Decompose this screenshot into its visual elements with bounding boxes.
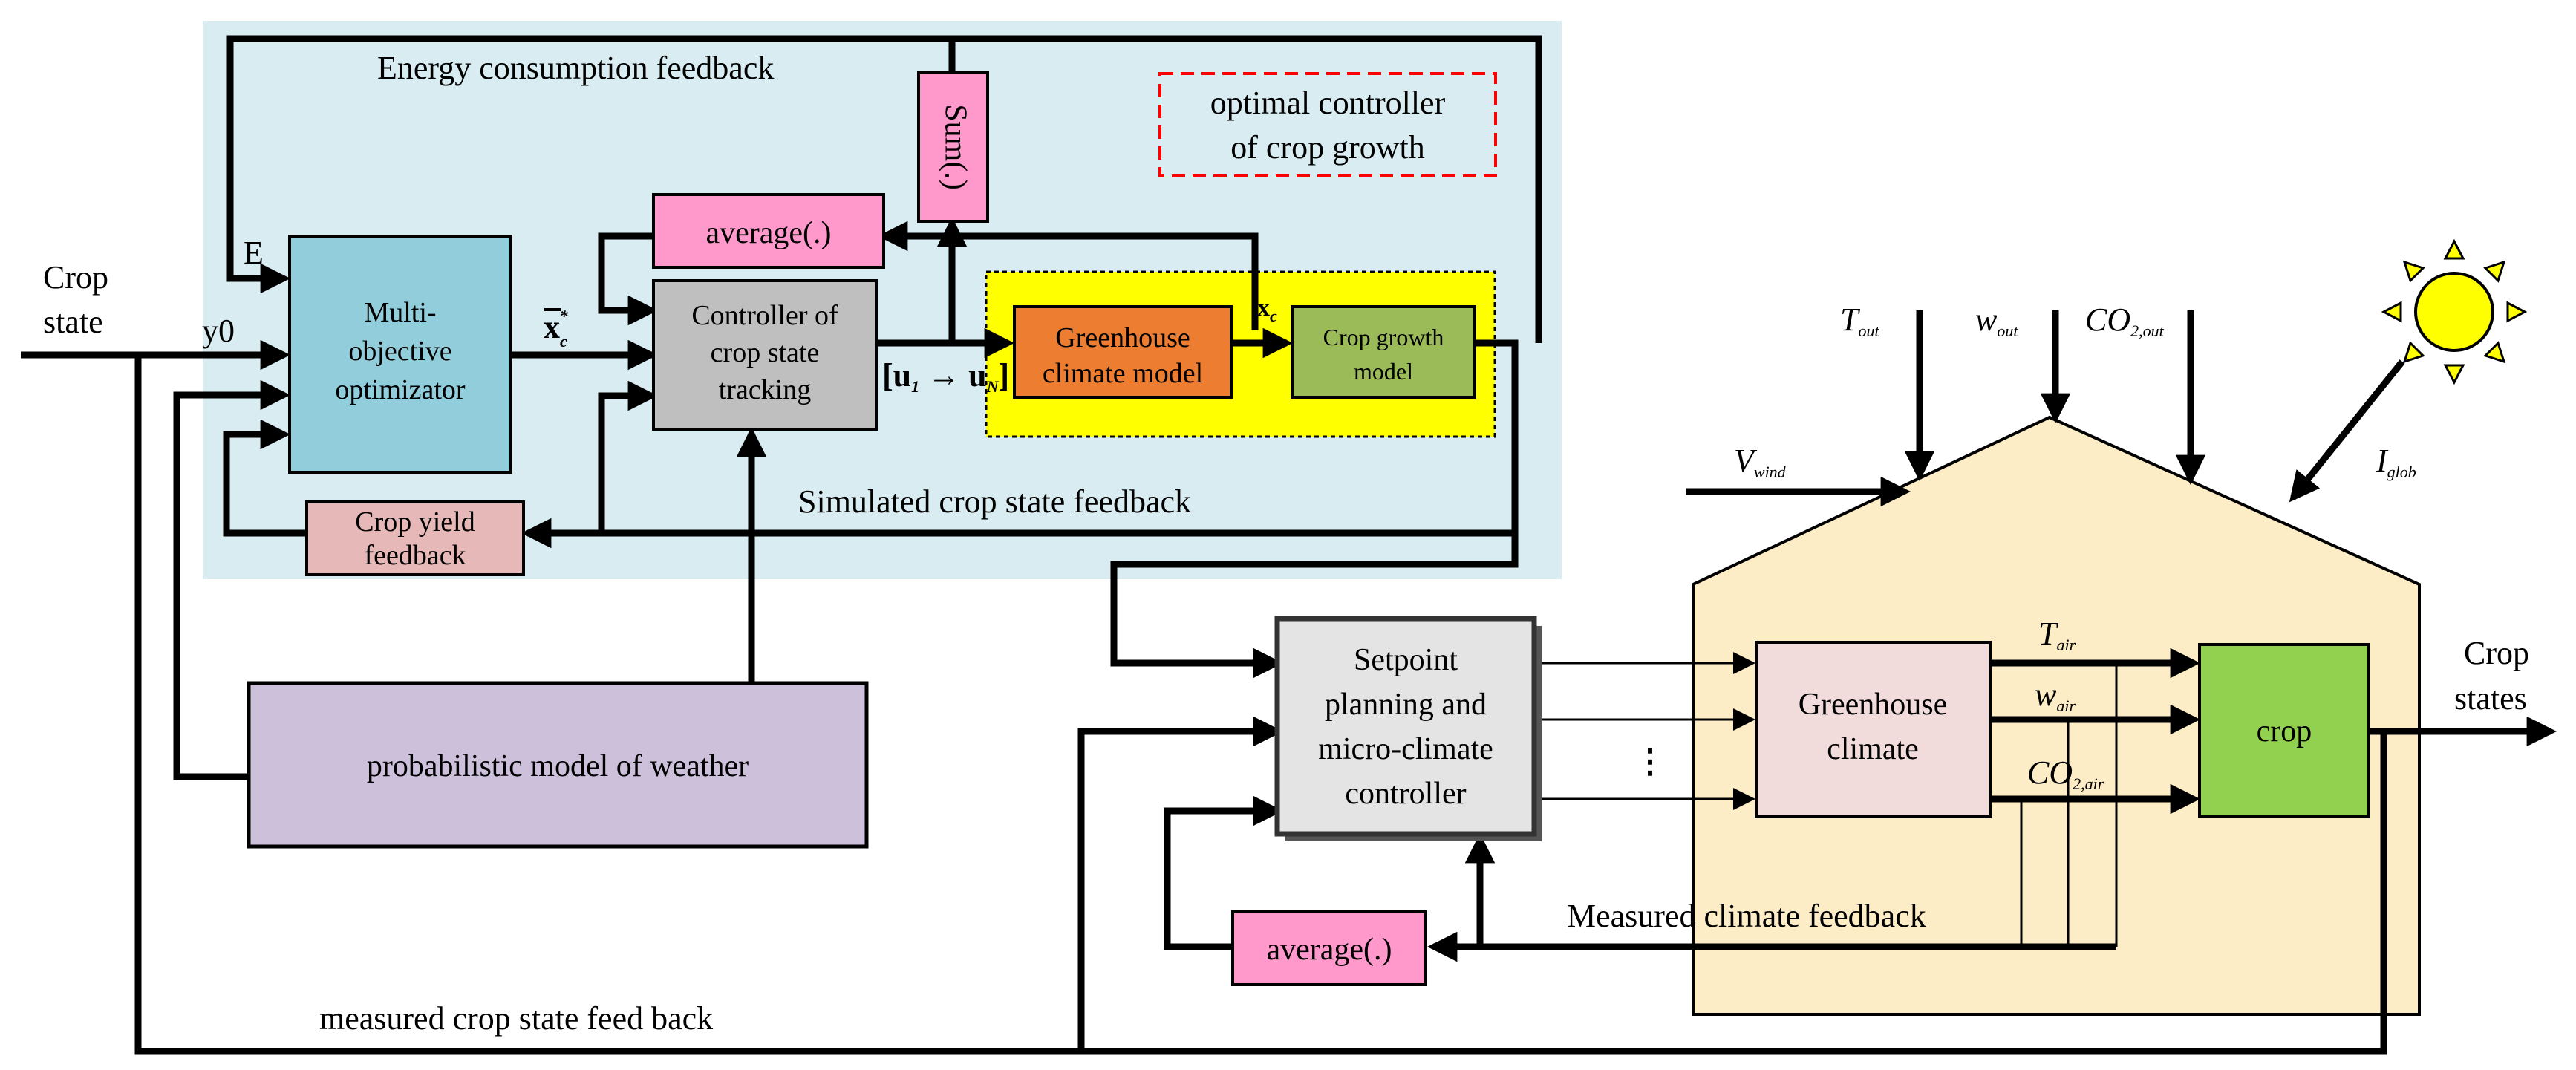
crop-states-out-line2: states bbox=[2454, 680, 2527, 717]
u-range-label: [u1 → uN] bbox=[882, 357, 1009, 396]
crop-growth-model-line1: Crop growth bbox=[1323, 324, 1444, 350]
measured-crop-label: measured crop state feed back bbox=[319, 1000, 713, 1037]
average-top-label: average(.) bbox=[705, 216, 831, 250]
crop-growth-model-block bbox=[1291, 305, 1476, 399]
greenhouse-climate-block bbox=[1755, 641, 1992, 818]
controller-block bbox=[652, 279, 878, 431]
optimal-label-line2: of crop growth bbox=[1230, 129, 1425, 166]
optimizer-line1: Multi- bbox=[364, 297, 436, 328]
average-top-block bbox=[652, 193, 885, 269]
i-glob-arrow bbox=[2289, 359, 2405, 503]
dots-label: ⋮ bbox=[1634, 743, 1666, 780]
w-out-label: wout bbox=[1975, 301, 2018, 340]
controller-line2: crop state bbox=[711, 337, 820, 368]
controller-line1: Controller of bbox=[691, 300, 838, 331]
greenhouse-model-block bbox=[1013, 305, 1233, 399]
crop-block-label: crop bbox=[2257, 714, 2312, 748]
w-air-label: wair bbox=[2035, 676, 2076, 715]
crop-states-out-line1: Crop bbox=[2464, 635, 2529, 671]
co2-air-label: CO2,air bbox=[2027, 754, 2104, 793]
avg-top-out-wire bbox=[598, 232, 659, 326]
t-out-label: Tout bbox=[1840, 301, 1879, 340]
optimizer-line3: optimizator bbox=[335, 374, 466, 405]
avg-top-wire bbox=[877, 221, 1259, 330]
average-bottom-label: average(.) bbox=[1266, 933, 1392, 967]
sim-to-controller-wire bbox=[598, 380, 659, 533]
setpoint-line4: controller bbox=[1345, 777, 1466, 811]
optimal-label-line1: optimal controller bbox=[1210, 85, 1446, 121]
simulated-feedback-wire bbox=[521, 339, 1519, 549]
v-wind-label: Vwind bbox=[1734, 443, 1787, 481]
crop-yield-line2: feedback bbox=[364, 540, 466, 571]
crop-yield-to-optimizer-wire bbox=[223, 419, 307, 537]
sim-to-setpoint-wire bbox=[1110, 533, 1519, 679]
energy-feedback-label: Energy consumption feedback bbox=[377, 50, 774, 86]
crop-yield-block bbox=[305, 500, 525, 576]
controller-line3: tracking bbox=[719, 374, 812, 405]
avg-bottom-out-wire bbox=[1164, 795, 1284, 950]
greenhouse-climate-line1: Greenhouse bbox=[1799, 688, 1948, 722]
optimizer-line2: objective bbox=[348, 336, 451, 367]
setpoint-line1: Setpoint bbox=[1354, 643, 1458, 677]
setpoint-block bbox=[1274, 616, 1537, 837]
weather-to-optimizer-wire bbox=[173, 379, 291, 780]
optimal-label-box bbox=[1158, 72, 1497, 177]
energy-feedback-wire bbox=[226, 35, 1542, 343]
crop-yield-line1: Crop yield bbox=[355, 506, 475, 538]
xc-small-label: xc bbox=[1257, 294, 1277, 325]
crop-growth-model-line2: model bbox=[1354, 358, 1413, 385]
simulated-feedback-label: Simulated crop state feedback bbox=[798, 483, 1191, 520]
measured-crop-feedback-top bbox=[134, 355, 1081, 1055]
crop-state-in-line1: Crop bbox=[43, 259, 108, 296]
co2-out-label: CO2,out bbox=[2085, 301, 2165, 340]
crop-state-in-line2: state bbox=[43, 304, 103, 340]
setpoint-line3: micro-climate bbox=[1318, 732, 1493, 766]
greenhouse-climate-line2: climate bbox=[1827, 732, 1919, 766]
i-glob-label: Iglob bbox=[2376, 443, 2416, 481]
setpoint-line2: planning and bbox=[1325, 688, 1487, 722]
greenhouse-model-line1: Greenhouse bbox=[1055, 322, 1190, 353]
sum-block-label: Sum(.) bbox=[938, 104, 972, 190]
average-bottom-block bbox=[1231, 910, 1427, 986]
crop-block bbox=[2198, 643, 2370, 818]
xc-label: xc* bbox=[544, 307, 569, 350]
sun-icon bbox=[2381, 238, 2528, 385]
greenhouse-house bbox=[1692, 415, 2421, 1016]
sum-block bbox=[917, 71, 989, 223]
e-label: E bbox=[244, 235, 264, 271]
t-air-label: Tair bbox=[2038, 616, 2076, 654]
greenhouse-model-line2: climate model bbox=[1043, 358, 1203, 389]
measured-climate-label: Measured climate feedback bbox=[1567, 898, 1926, 934]
y0-label: y0 bbox=[202, 313, 235, 349]
optimizer-block bbox=[288, 235, 512, 474]
weather-model-block bbox=[247, 681, 869, 849]
weather-model-label: probabilistic model of weather bbox=[367, 749, 749, 783]
